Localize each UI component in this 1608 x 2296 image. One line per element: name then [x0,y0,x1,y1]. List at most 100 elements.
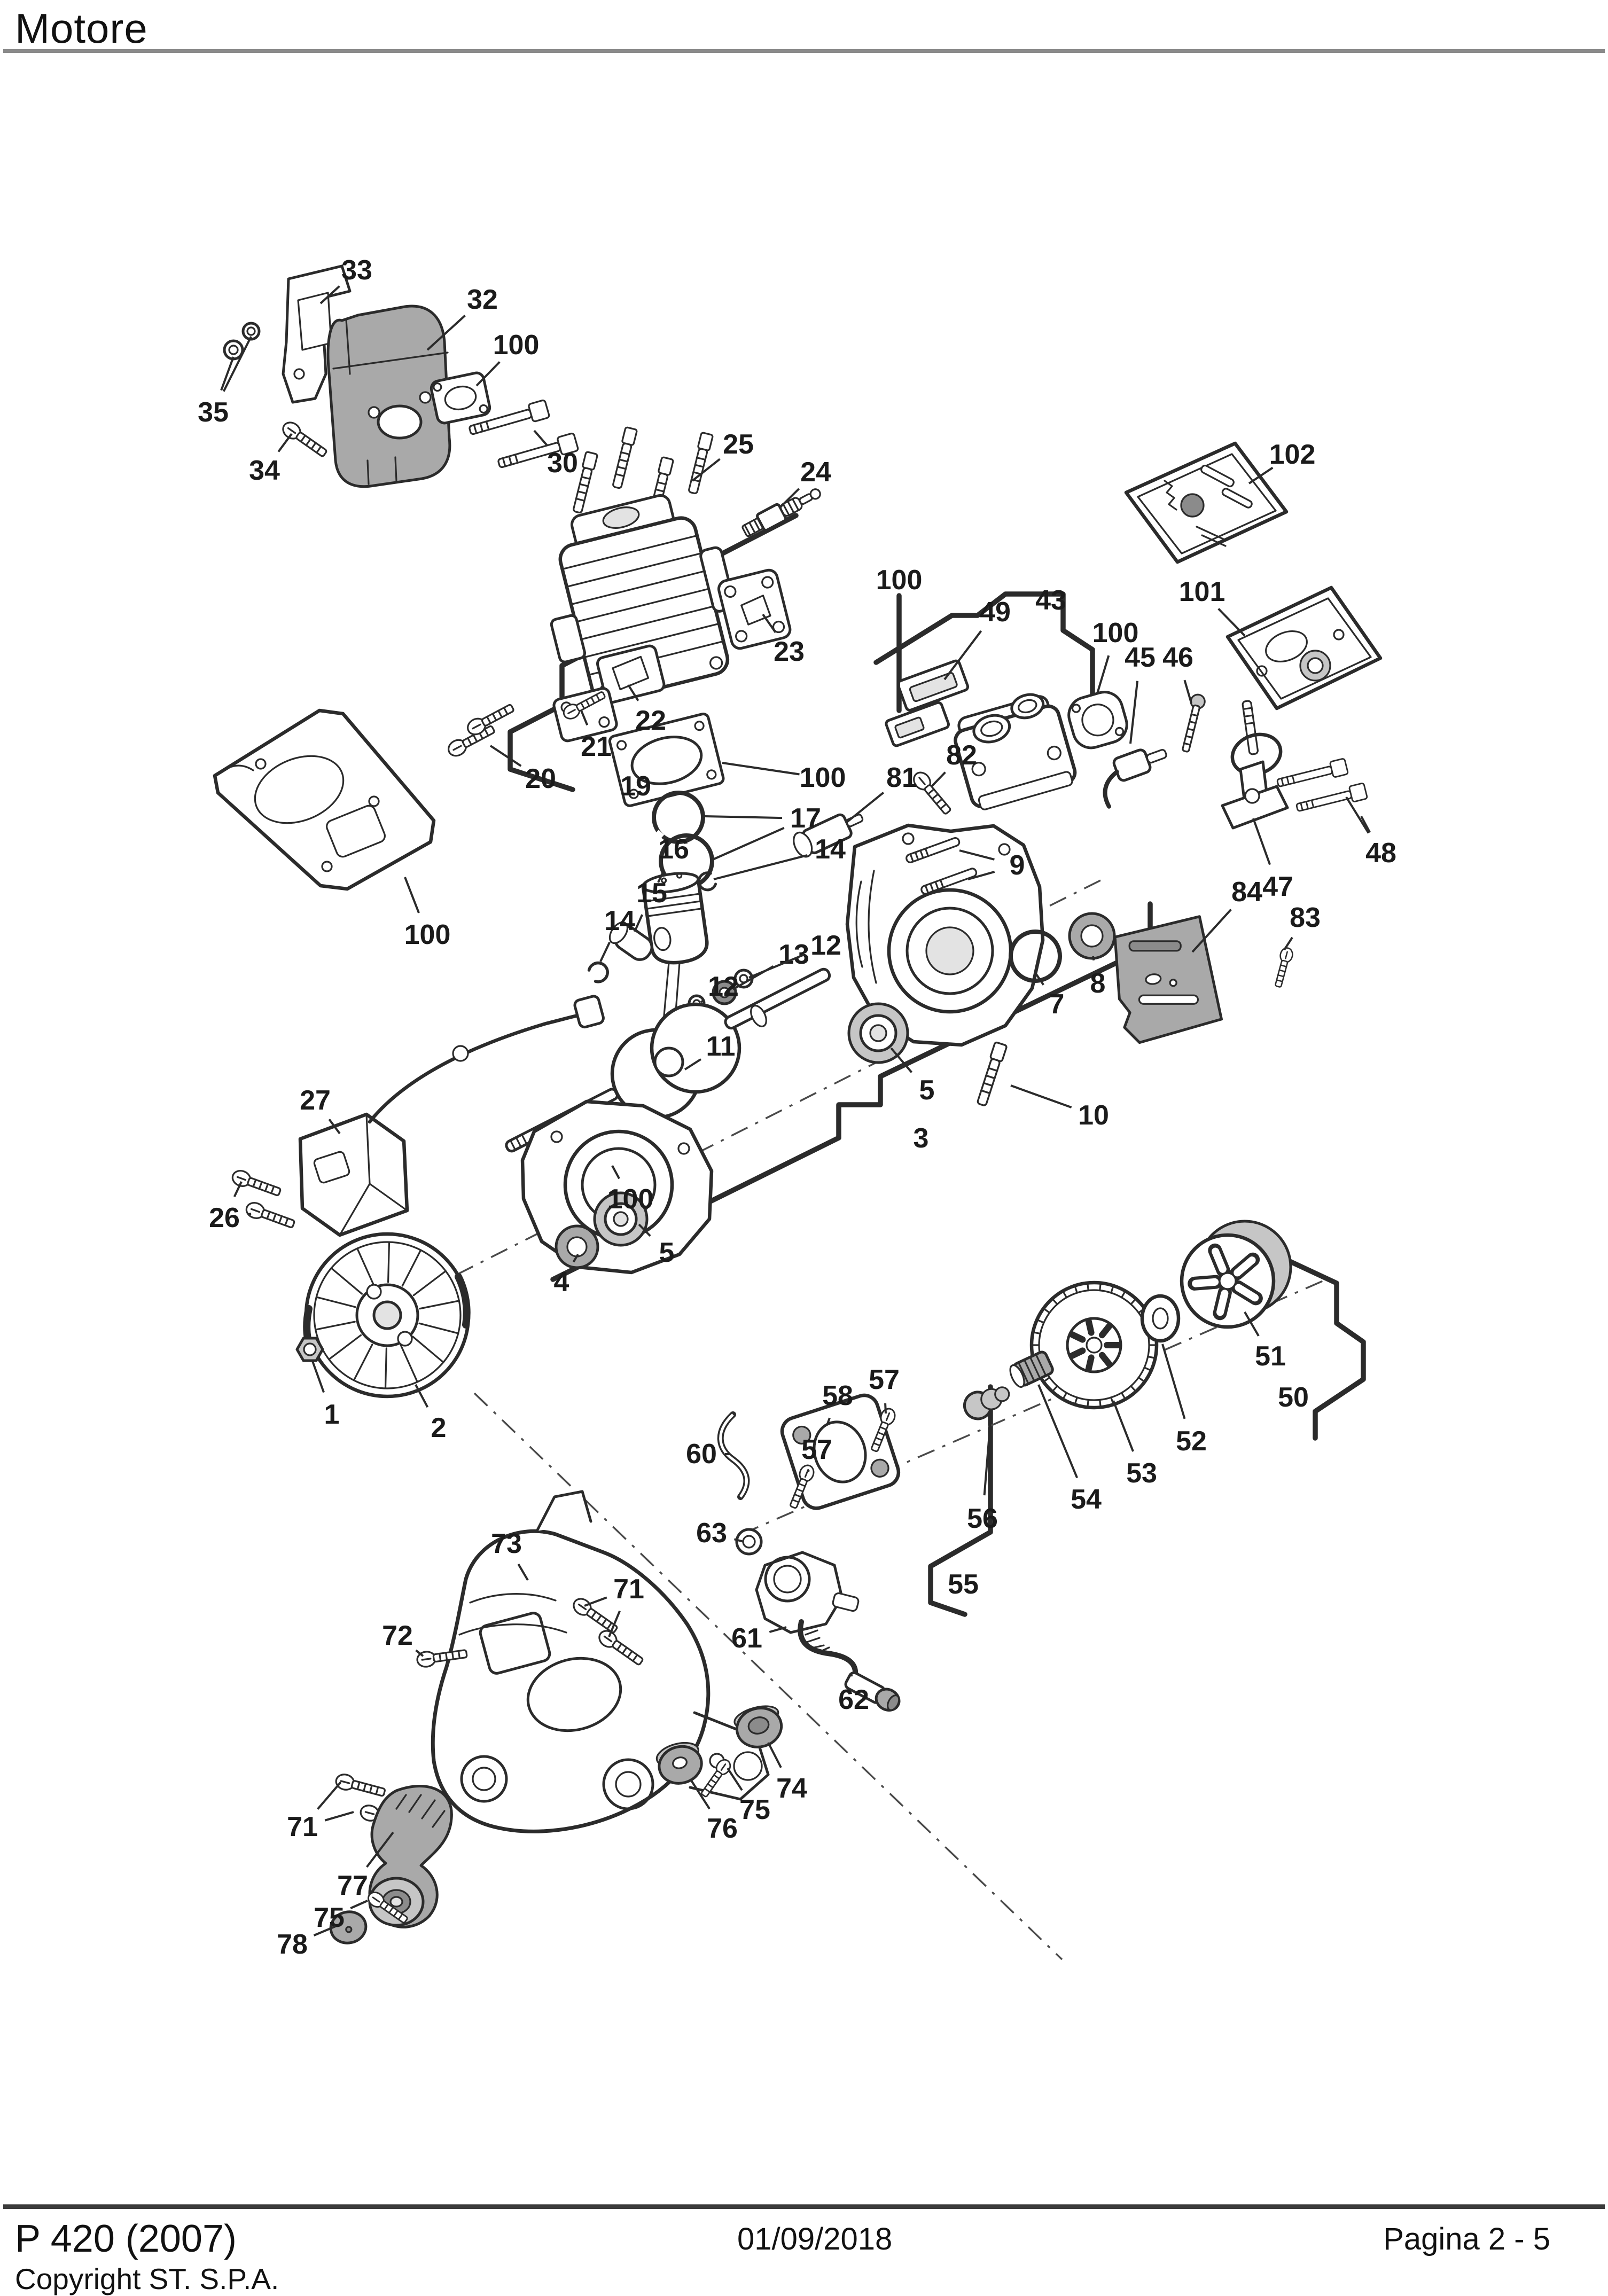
part-label-57: 57 [869,1364,900,1395]
part-label-48: 48 [1365,838,1396,869]
part-label-15: 15 [636,878,667,909]
oil-suction-hose [800,1622,855,1678]
part-label-50: 50 [1278,1382,1309,1413]
oil-pump-worm [960,1379,1014,1424]
carb-gasket [1065,688,1131,752]
footer-rule [3,2204,1605,2209]
adjust-screw [1178,693,1206,753]
flywheel-nut [297,1338,323,1361]
part-label-1: 1 [324,1399,340,1430]
footer-model: P 420 (2007) [15,2217,237,2261]
part-label-47: 47 [1262,871,1293,902]
part-label-14: 14 [604,905,635,936]
oil-hose [721,1415,747,1497]
footer-date: 01/09/2018 [737,2221,892,2257]
part-label-49: 49 [980,597,1011,628]
part-label-57: 57 [801,1434,832,1465]
part-label-76: 76 [707,1813,738,1844]
part-label-25: 25 [723,429,754,460]
part-label-55: 55 [948,1569,979,1600]
part-label-5: 5 [659,1237,675,1268]
part-label-78: 78 [277,1929,308,1960]
part-label-101: 101 [1179,576,1225,607]
part-label-26: 26 [209,1202,240,1233]
parts-kit-box [1126,443,1286,562]
flywheel [306,1234,469,1396]
oil-seal [1070,913,1114,958]
coil-screw [230,1168,282,1199]
part-label-2: 2 [431,1412,447,1443]
bracket-bolt [1276,759,1348,791]
buffer-front [732,1702,786,1752]
part-label-34: 34 [249,455,280,486]
bar-plate [1110,916,1223,1044]
part-label-11: 11 [706,1031,736,1062]
part-label-13: 13 [778,939,809,970]
part-label-100: 100 [876,565,923,596]
spark-plug [740,484,824,540]
cradle-screw [334,1772,386,1800]
part-label-100: 100 [404,919,451,950]
part-label-4: 4 [554,1267,569,1298]
footer-page-number: Pagina 2 - 5 [1383,2221,1550,2257]
part-label-5: 5 [919,1075,935,1106]
part-label-82: 82 [946,740,977,771]
clutch-washer [1142,1296,1178,1341]
part-label-100: 100 [607,1184,654,1215]
part-label-35: 35 [198,397,229,428]
part-label-73: 73 [491,1528,522,1559]
part-label-100: 100 [493,330,540,361]
part-label-43: 43 [1035,585,1066,616]
part-label-51: 51 [1255,1341,1286,1372]
clutch-assembly [1182,1221,1291,1327]
part-label-14: 14 [815,834,846,865]
part-label-23: 23 [774,636,805,667]
part-label-19: 19 [620,771,651,802]
part-label-60: 60 [686,1439,717,1470]
part-label-75: 75 [739,1794,770,1825]
part-label-12: 12 [810,930,841,961]
fuel-valve [1094,742,1176,807]
gasket-sheet [215,710,434,889]
part-label-63: 63 [696,1518,727,1549]
part-label-45: 45 [1125,642,1156,673]
part-label-100: 100 [800,762,846,793]
part-label-58: 58 [822,1380,853,1411]
clutch-drum [1032,1283,1157,1408]
part-label-62: 62 [838,1684,869,1715]
part-label-8: 8 [1090,968,1106,999]
part-label-9: 9 [1010,850,1025,881]
case-bolt [975,1042,1007,1106]
footer-copyright: Copyright ST. S.P.A. [15,2262,279,2296]
part-label-102: 102 [1269,439,1316,470]
part-label-74: 74 [776,1773,807,1804]
part-label-52: 52 [1176,1426,1207,1457]
oil-seal-left [556,1226,598,1268]
part-label-56: 56 [967,1503,998,1534]
bracket-bolt [1295,783,1367,816]
part-label-27: 27 [300,1085,331,1116]
plate-screw-small [1272,947,1294,988]
part-label-32: 32 [467,284,498,315]
part-label-20: 20 [525,763,556,794]
part-label-84: 84 [1231,877,1262,908]
part-label-54: 54 [1071,1484,1102,1515]
part-label-72: 72 [382,1620,413,1651]
part-label-71: 71 [287,1811,318,1842]
main-bearing-right [849,1004,908,1063]
part-label-16: 16 [658,834,689,865]
part-label-71: 71 [613,1574,644,1605]
part-label-21: 21 [581,731,612,762]
circlip [588,959,611,984]
part-label-61: 61 [731,1623,762,1654]
coil-screw [244,1200,296,1231]
part-label-10: 10 [1078,1100,1109,1131]
part-label-81: 81 [886,762,917,793]
part-label-22: 22 [635,705,666,736]
part-label-17: 17 [790,803,821,834]
gasket-kit-box [1228,588,1380,708]
part-label-12: 12 [708,971,739,1002]
part-label-7: 7 [1049,989,1065,1020]
part-label-24: 24 [800,457,831,488]
